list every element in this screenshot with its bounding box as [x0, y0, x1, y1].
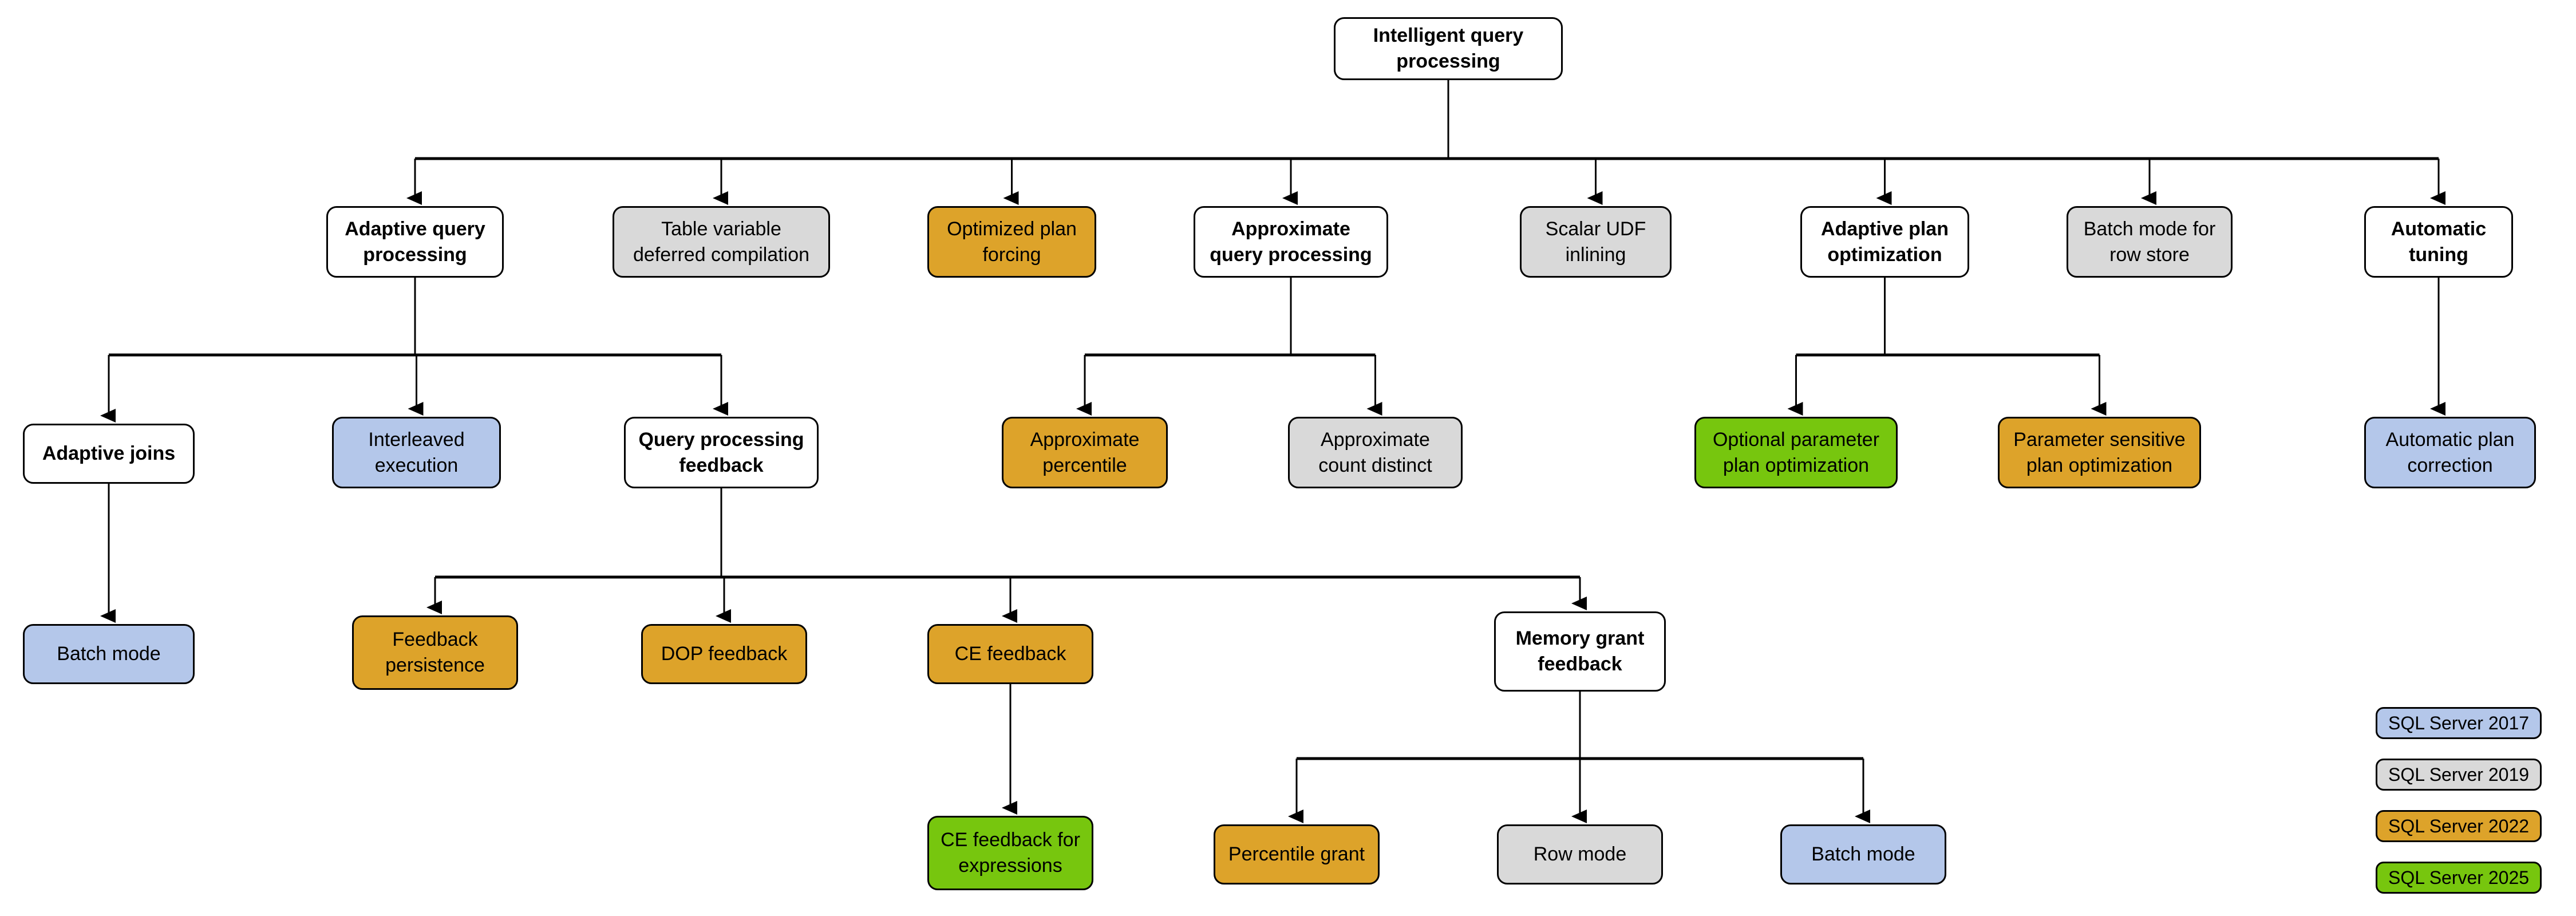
node-adaptive-plan-optimization[interactable]: Adaptive plan optimization	[1800, 206, 1969, 278]
legend-item-legend-2022: SQL Server 2022	[2376, 810, 2542, 842]
node-automatic-tuning[interactable]: Automatic tuning	[2364, 206, 2513, 278]
node-batch-mode-aj[interactable]: Batch mode	[23, 624, 195, 684]
node-batch-mode-for-row-store[interactable]: Batch mode for row store	[2067, 206, 2233, 278]
node-approximate-percentile[interactable]: Approximate percentile	[1002, 417, 1168, 488]
node-dop-feedback[interactable]: DOP feedback	[641, 624, 807, 684]
node-optional-parameter-plan-optimization[interactable]: Optional parameter plan optimization	[1694, 417, 1898, 488]
node-table-variable-deferred-compilation[interactable]: Table variable deferred compilation	[613, 206, 830, 278]
node-adaptive-query-processing[interactable]: Adaptive query processing	[326, 206, 504, 278]
node-feedback-persistence[interactable]: Feedback persistence	[352, 615, 518, 690]
node-ce-feedback[interactable]: CE feedback	[927, 624, 1093, 684]
node-adaptive-joins[interactable]: Adaptive joins	[23, 424, 195, 484]
legend-item-legend-2019: SQL Server 2019	[2376, 759, 2542, 791]
node-interleaved-execution[interactable]: Interleaved execution	[332, 417, 501, 488]
legend-item-legend-2025: SQL Server 2025	[2376, 862, 2542, 894]
node-automatic-plan-correction[interactable]: Automatic plan correction	[2364, 417, 2536, 488]
node-root[interactable]: Intelligent query processing	[1334, 17, 1563, 80]
node-approximate-query-processing[interactable]: Approximate query processing	[1194, 206, 1388, 278]
node-row-mode[interactable]: Row mode	[1497, 824, 1663, 885]
node-approximate-count-distinct[interactable]: Approximate count distinct	[1288, 417, 1463, 488]
legend-item-legend-2017: SQL Server 2017	[2376, 707, 2542, 739]
node-parameter-sensitive-plan-optimization[interactable]: Parameter sensitive plan optimization	[1998, 417, 2201, 488]
node-ce-feedback-for-expressions[interactable]: CE feedback for expressions	[927, 816, 1093, 890]
node-memory-grant-feedback[interactable]: Memory grant feedback	[1494, 611, 1666, 692]
node-query-processing-feedback[interactable]: Query processing feedback	[624, 417, 819, 488]
node-percentile-grant[interactable]: Percentile grant	[1214, 824, 1380, 885]
node-optimized-plan-forcing[interactable]: Optimized plan forcing	[927, 206, 1096, 278]
node-scalar-udf-inlining[interactable]: Scalar UDF inlining	[1520, 206, 1672, 278]
node-batch-mode-mgf[interactable]: Batch mode	[1780, 824, 1946, 885]
